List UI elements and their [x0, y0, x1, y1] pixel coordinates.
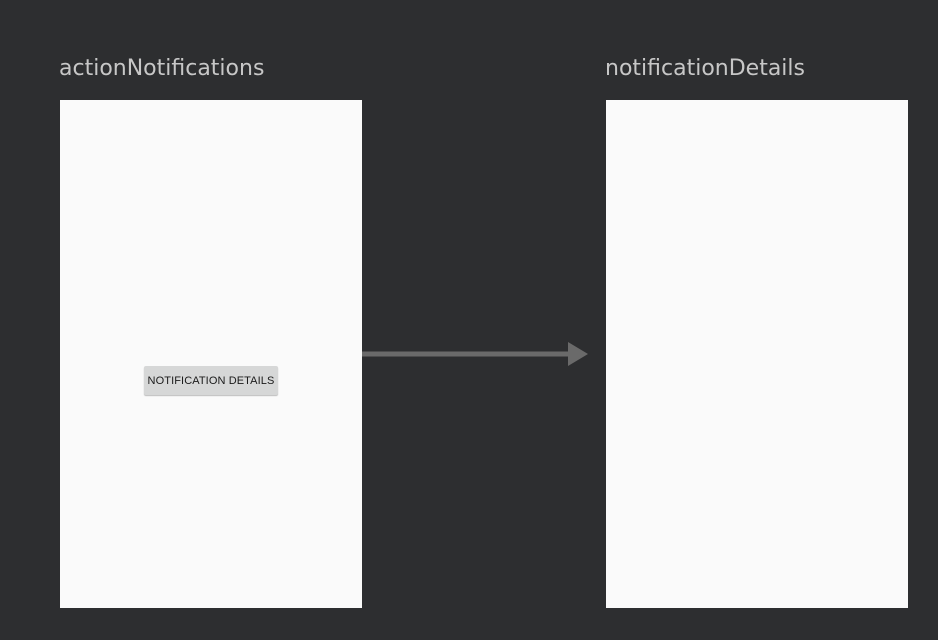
destination-label-action-notifications: actionNotifications	[59, 56, 265, 81]
destination-screen-notification-details[interactable]	[606, 100, 908, 608]
destination-screen-action-notifications[interactable]: NOTIFICATION DETAILS	[60, 100, 362, 608]
arrow-right-icon[interactable]	[362, 340, 592, 368]
destination-label-notification-details: notificationDetails	[605, 56, 805, 81]
notification-details-button[interactable]: NOTIFICATION DETAILS	[144, 366, 278, 395]
